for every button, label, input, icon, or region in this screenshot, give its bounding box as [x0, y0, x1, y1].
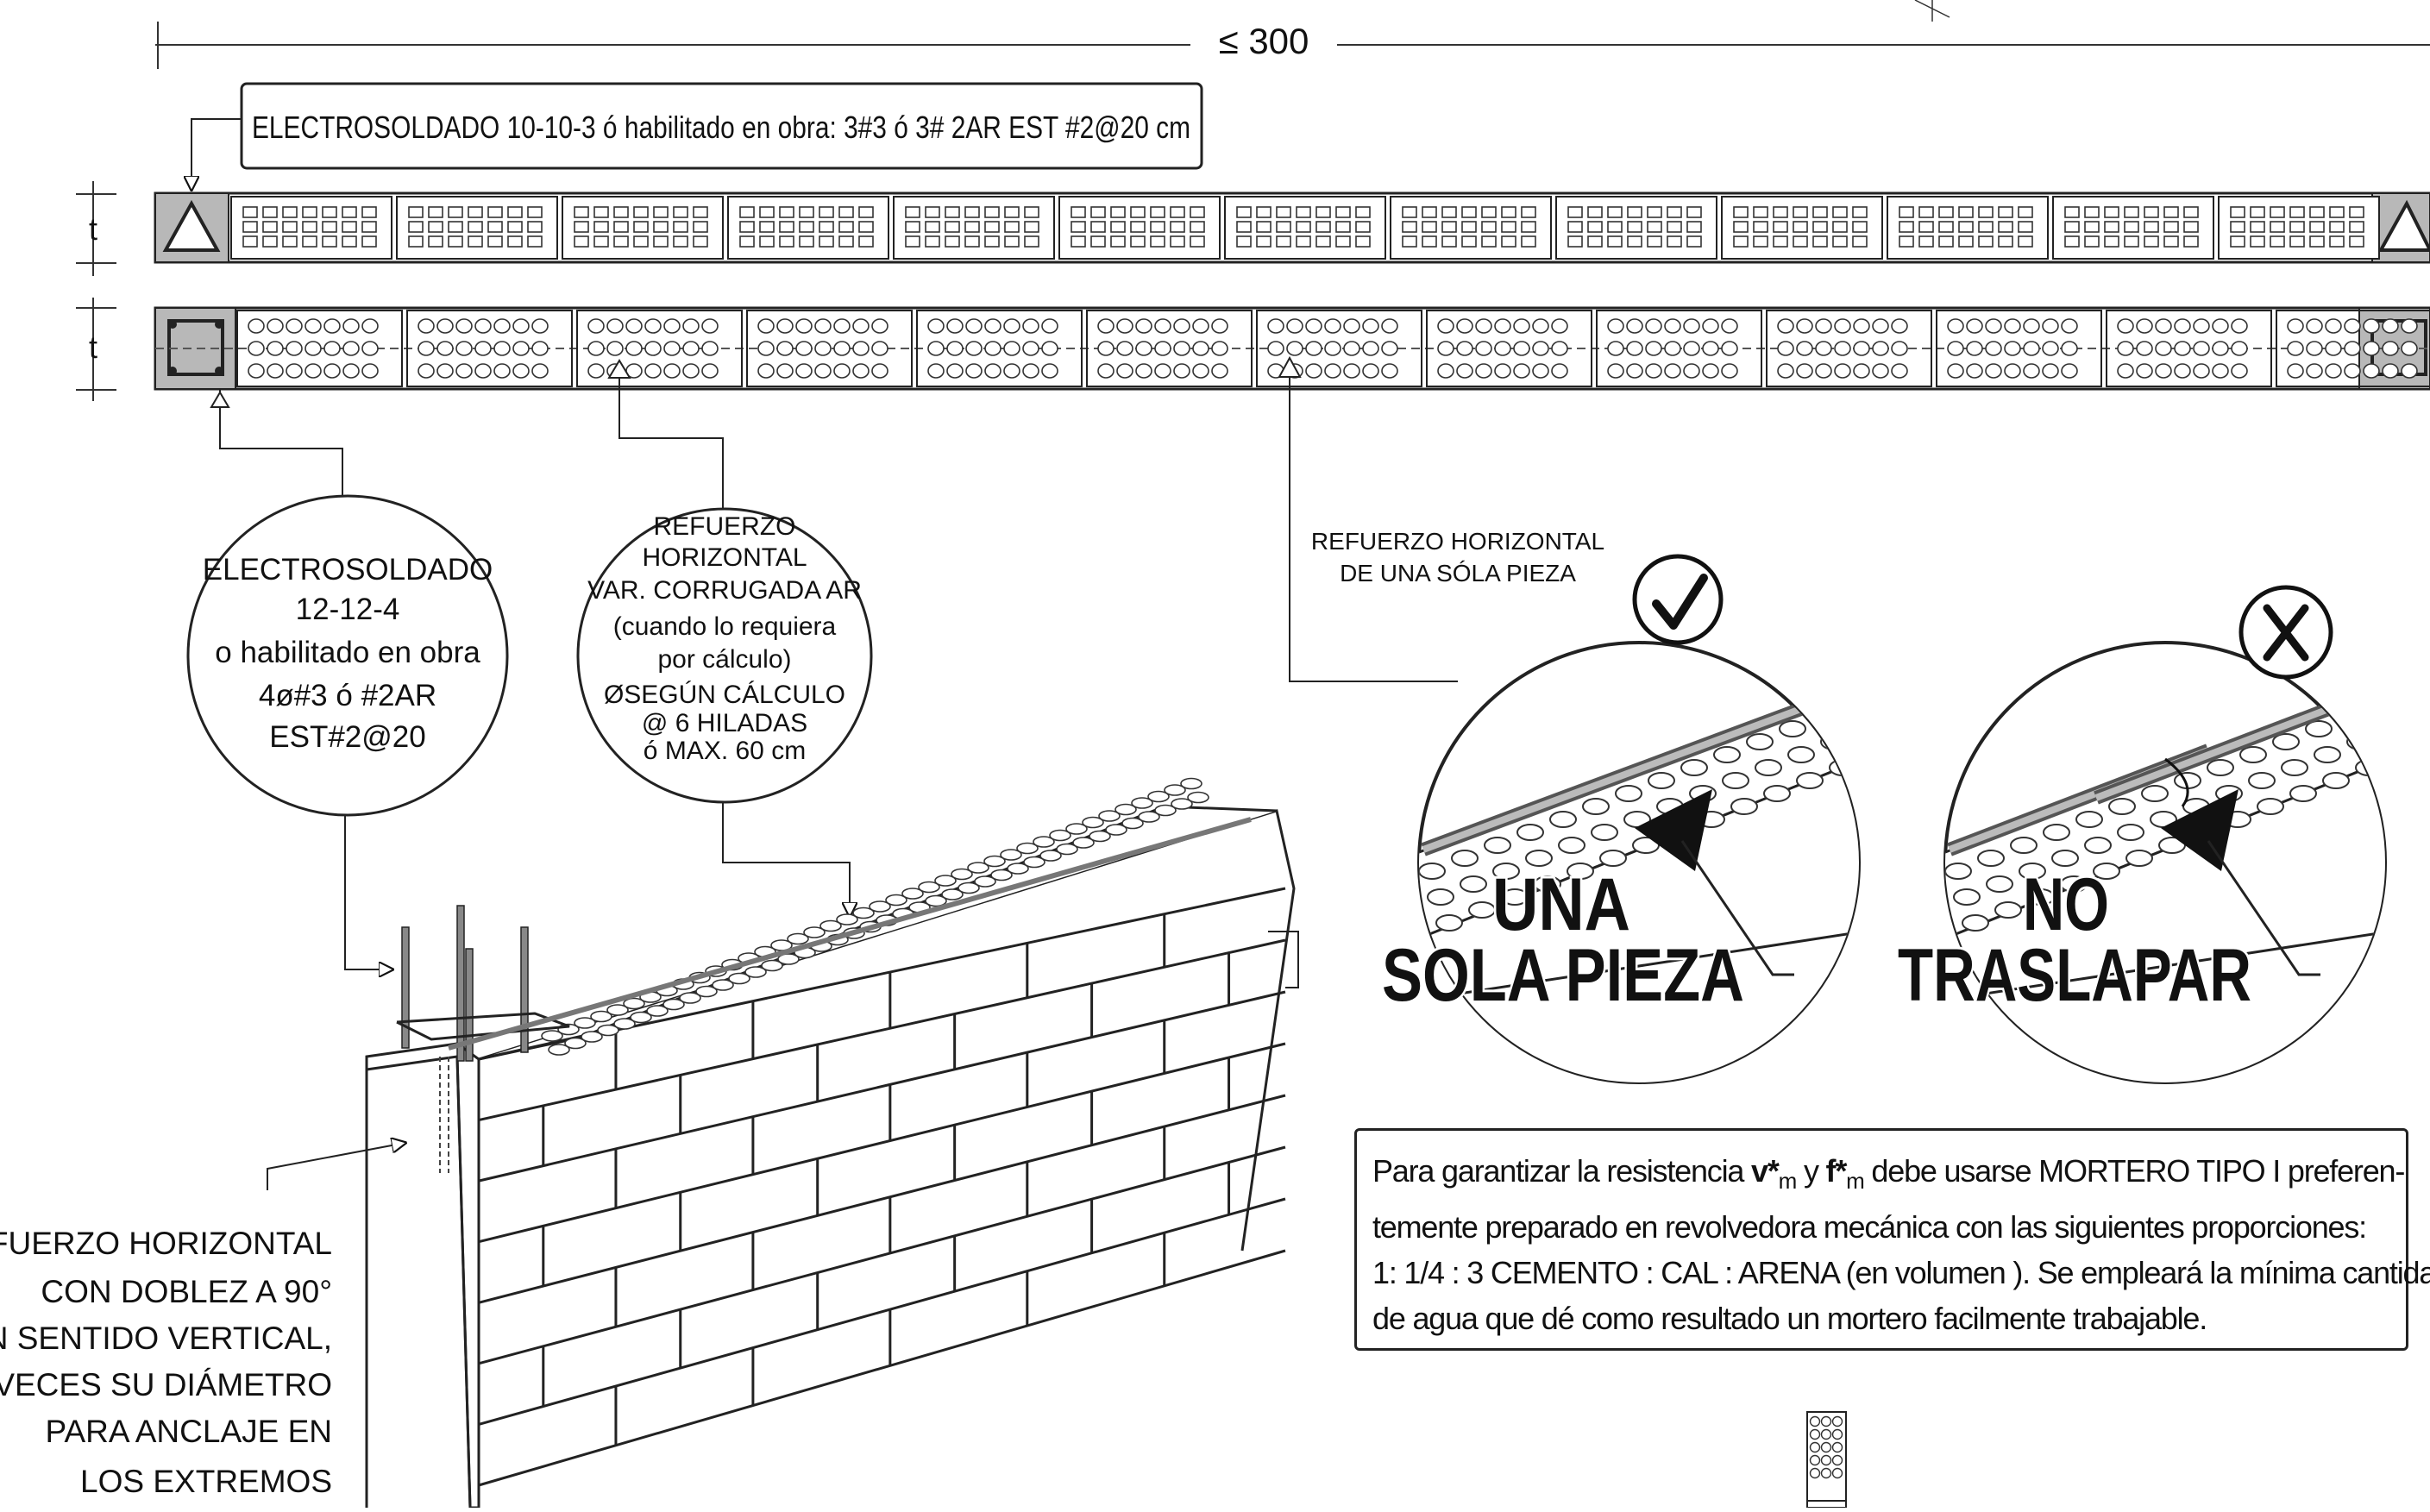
mortar-v-sub: m [1778, 1168, 1798, 1195]
detail-label-line2: DE UNA SÓLA PIEZA [1340, 560, 1576, 587]
block-detail-icon [1806, 1411, 1847, 1509]
row2-t-label: t [89, 329, 97, 365]
row2-block [2106, 310, 2272, 387]
wrong-line1: NO [2023, 863, 2109, 946]
bubble-left-line5: EST#2@20 [269, 720, 425, 754]
row1-t-label: t [89, 211, 97, 247]
mortar-note: Para garantizar la resistencia v*m y f*m… [1354, 1128, 2430, 1351]
row2-block [1766, 310, 1932, 387]
row2-block [1086, 310, 1253, 387]
row2-block [2276, 310, 2430, 387]
mortar-note-line3: 1: 1/4 : 3 CEMENTO : CAL : ARENA (en vol… [1372, 1255, 2430, 1291]
row2-block [236, 310, 403, 387]
bubble-refuerzo-horizontal: REFUERZO HORIZONTAL VAR. CORRUGADA AR (c… [576, 359, 873, 916]
correct-line2: SOLA PIEZA [1382, 934, 1744, 1017]
mortar-y: y [1796, 1153, 1826, 1189]
row2-block [746, 310, 913, 387]
left-note: REFUERZO HORIZONTAL CON DOBLEZ A 90° EN … [0, 1143, 405, 1499]
wall-perspective [365, 777, 1299, 1509]
bubble-left-line4: 4ø#3 ó #2AR [259, 679, 436, 712]
left-note-line3: EN SENTIDO VERTICAL, [0, 1321, 332, 1356]
row2-block [1936, 310, 2102, 387]
bubble-mid-line6: ØSEGÚN CÁLCULO [604, 681, 845, 709]
detail-wrong: NO TRASLAPAR [1895, 585, 2387, 1084]
bubble-left-line3: o habilitado en obra [215, 636, 480, 669]
left-note-line4: 12 VECES SU DIÁMETRO [0, 1367, 332, 1402]
correct-line1: UNA [1492, 863, 1630, 946]
row1-callout-text: ELECTROSOLDADO 10-10-3 ó habilitado en o… [252, 110, 1190, 145]
mortar-note-line2: temente preparado en revolvedora mecánic… [1372, 1209, 2367, 1245]
detail-label-line1: REFUERZO HORIZONTAL [1311, 528, 1604, 555]
row2-block [1256, 310, 1422, 387]
plan-row-1: t [76, 181, 2430, 276]
left-note-line2: CON DOBLEZ A 90° [41, 1274, 332, 1309]
mortar-f-sub: m [1846, 1168, 1865, 1195]
row2-block [406, 310, 573, 387]
wrong-line2: TRASLAPAR [1898, 934, 2251, 1017]
row1-callout: ELECTROSOLDADO 10-10-3 ó habilitado en o… [192, 82, 1203, 190]
bubble-mid-line7: @ 6 HILADAS [642, 709, 807, 737]
check-icon [1632, 554, 1724, 645]
dimension-label: ≤ 300 [1219, 21, 1309, 61]
bubble-mid-line4: (cuando lo requiera [613, 612, 837, 641]
detail-correct: UNA SOLA PIEZA [1379, 554, 1861, 1084]
mortar-f: f* [1825, 1153, 1848, 1189]
mortar-note-line1-end: debe usarse MORTERO TIPO I preferen- [1863, 1153, 2405, 1189]
left-note-line1: REFUERZO HORIZONTAL [0, 1226, 332, 1261]
bubble-mid-line5: por cálculo) [657, 645, 791, 674]
bubble-electrosoldado: ELECTROSOLDADO 12-12-4 o habilitado en o… [186, 390, 509, 969]
left-note-line6: LOS EXTREMOS [80, 1464, 332, 1499]
row2-block [1426, 310, 1592, 387]
dimension-line: ≤ 300 [155, 0, 2430, 69]
row2-block [1596, 310, 1762, 387]
row2-block [916, 310, 1083, 387]
mortar-v: v* [1751, 1153, 1780, 1189]
arrow-bad [2161, 789, 2238, 871]
detail-label: REFUERZO HORIZONTAL DE UNA SÓLA PIEZA [1278, 355, 1604, 682]
plan-row-2: t [76, 298, 2430, 401]
mortar-note-line4: de agua que dé como resultado un mortero… [1372, 1301, 2207, 1337]
bubble-mid-line8: ó MAX. 60 cm [644, 737, 806, 765]
bubble-mid-line1: REFUERZO [654, 512, 796, 541]
row2-block [576, 310, 743, 387]
bubble-left-line2: 12-12-4 [296, 593, 400, 626]
left-note-line5: PARA ANCLAJE EN [46, 1414, 332, 1449]
arrow-good [1635, 789, 1712, 871]
x-icon [2238, 585, 2333, 680]
bubble-mid-line2: HORIZONTAL [642, 543, 807, 572]
bubble-left-line1: ELECTROSOLDADO [203, 553, 493, 587]
mortar-note-line1-start: Para garantizar la resistencia [1372, 1153, 1752, 1189]
bubble-mid-line3: VAR. CORRUGADA AR [587, 576, 862, 605]
